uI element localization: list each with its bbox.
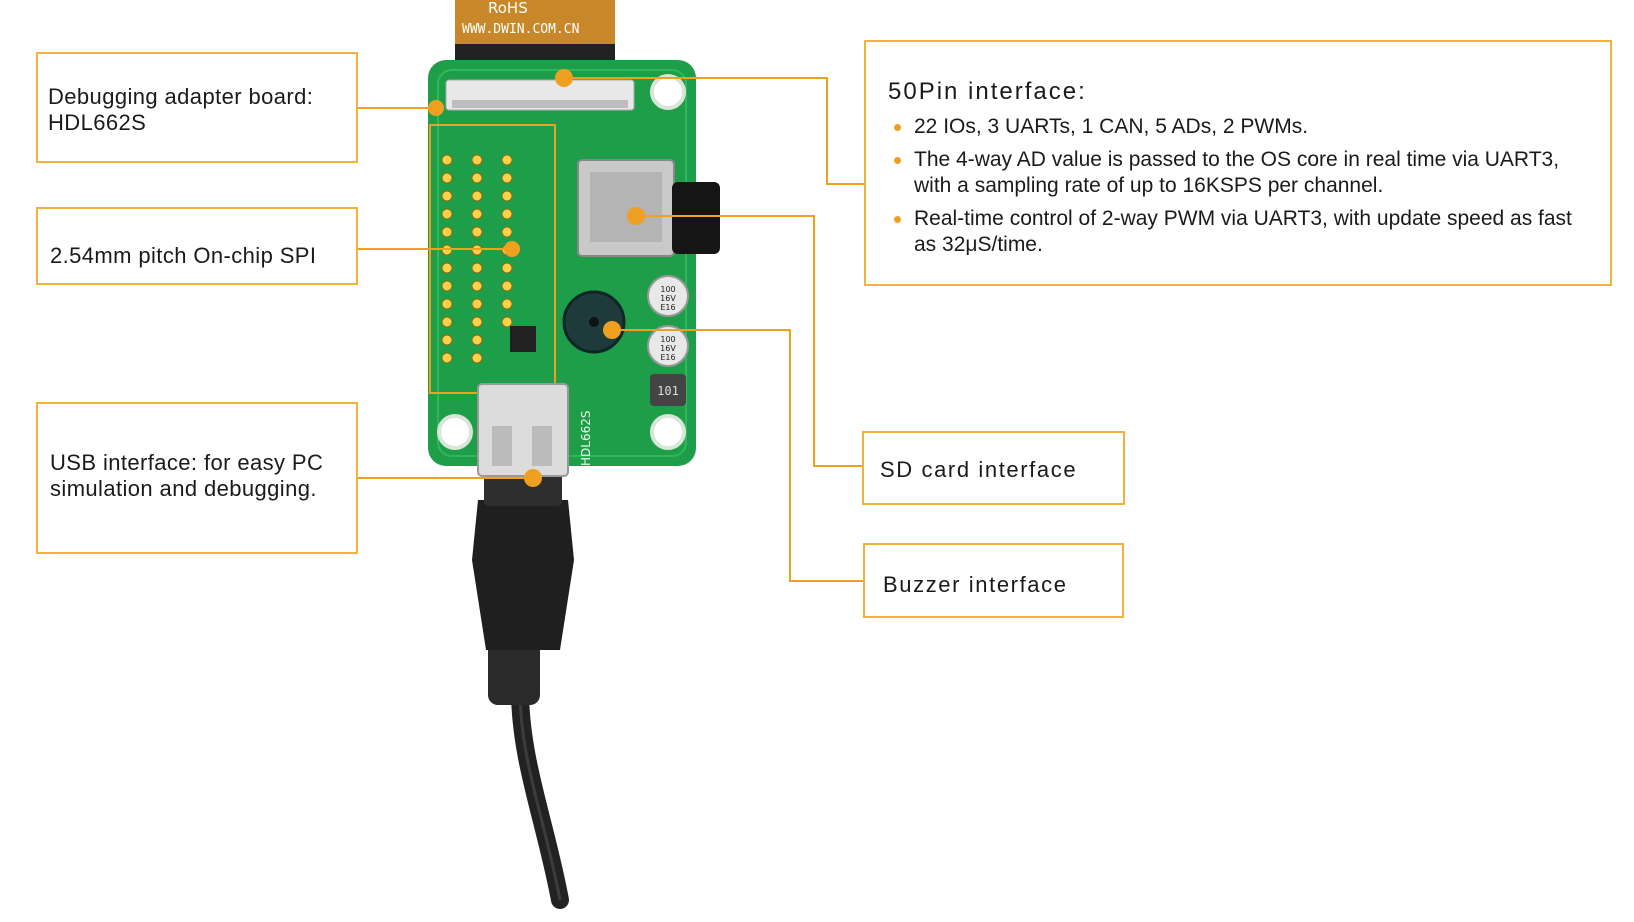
callout-debug-line1: Debugging adapter board: bbox=[48, 84, 314, 109]
mount-hole-icon bbox=[437, 414, 473, 450]
leader-50pin bbox=[564, 77, 864, 185]
capacitor-icon: 100 16V E16 bbox=[647, 325, 689, 367]
cap-label: 16V bbox=[660, 294, 676, 303]
leader-lines bbox=[358, 77, 864, 582]
ic-chip-icon bbox=[510, 326, 536, 352]
cap-label: E16 bbox=[660, 303, 675, 312]
callout-spi: 2.54mm pitch On-chip SPI bbox=[36, 207, 358, 285]
dot-icon bbox=[504, 241, 520, 257]
callout-debug-adapter: Debugging adapter board: HDL662S bbox=[36, 52, 358, 163]
cap-label: 100 bbox=[660, 335, 675, 344]
capacitor-icon: 100 16V E16 bbox=[647, 275, 689, 317]
dot-icon bbox=[603, 321, 621, 339]
callout-debug-text: Debugging adapter board: HDL662S bbox=[48, 84, 313, 136]
callout-usb: USB interface: for easy PC simulation an… bbox=[36, 402, 358, 554]
cap-label: 100 bbox=[660, 285, 675, 294]
bullet-item: The 4-way AD value is passed to the OS c… bbox=[888, 147, 1598, 199]
mount-hole-icon bbox=[650, 74, 686, 110]
callout-spi-text: 2.54mm pitch On-chip SPI bbox=[50, 243, 317, 268]
cap-label: 16V bbox=[660, 344, 676, 353]
callout-debug-line2: HDL662S bbox=[48, 110, 147, 135]
callout-usb-line2: simulation and debugging. bbox=[50, 476, 317, 501]
dot-icon bbox=[555, 69, 573, 87]
usb-cable bbox=[472, 470, 574, 909]
bullet-item: 22 IOs, 3 UARTs, 1 CAN, 5 ADs, 2 PWMs. bbox=[888, 114, 1598, 140]
callout-50pin-heading: 50Pin interface: bbox=[888, 78, 1087, 105]
cable-strain-relief bbox=[488, 640, 540, 705]
dot-icon bbox=[524, 469, 542, 487]
callout-usb-text: USB interface: for easy PC simulation an… bbox=[50, 450, 323, 502]
leader-buzzer bbox=[612, 329, 863, 582]
pcb-board: 100 16V E16 100 16V E16 101 HDL662S bbox=[428, 60, 720, 477]
callout-sd-card: SD card interface bbox=[862, 431, 1125, 505]
usb-receptacle bbox=[477, 383, 569, 477]
callout-50pin: 50Pin interface: 22 IOs, 3 UARTs, 1 CAN,… bbox=[864, 40, 1612, 286]
usb-plug bbox=[472, 500, 574, 650]
callout-usb-line1: USB interface: for easy PC bbox=[50, 450, 324, 475]
cap-label: E16 bbox=[660, 353, 675, 362]
dot-icon bbox=[627, 207, 645, 225]
inductor-icon bbox=[650, 374, 686, 406]
pin-header-pads bbox=[441, 154, 513, 364]
leader-dots bbox=[428, 69, 645, 487]
bullet-item: Real-time control of 2-way PWM via UART3… bbox=[888, 206, 1598, 258]
callout-sd-text: SD card interface bbox=[880, 457, 1078, 482]
callout-50pin-list: 22 IOs, 3 UARTs, 1 CAN, 5 ADs, 2 PWMs. T… bbox=[888, 114, 1598, 265]
inductor-label: 101 bbox=[657, 384, 679, 398]
sd-card bbox=[672, 182, 720, 254]
leader-sd bbox=[636, 215, 862, 467]
flex-cable: RoHS WWW.DWIN.COM.CN bbox=[455, 0, 615, 68]
silk-label: HDL662S bbox=[579, 411, 593, 466]
cable-text-rohs: RoHS bbox=[488, 0, 528, 17]
mount-hole-icon bbox=[650, 414, 686, 450]
callout-buzzer: Buzzer interface bbox=[863, 543, 1124, 618]
cable-text-url: WWW.DWIN.COM.CN bbox=[462, 22, 579, 37]
callout-buzzer-text: Buzzer interface bbox=[883, 572, 1068, 597]
dot-icon bbox=[428, 100, 444, 116]
